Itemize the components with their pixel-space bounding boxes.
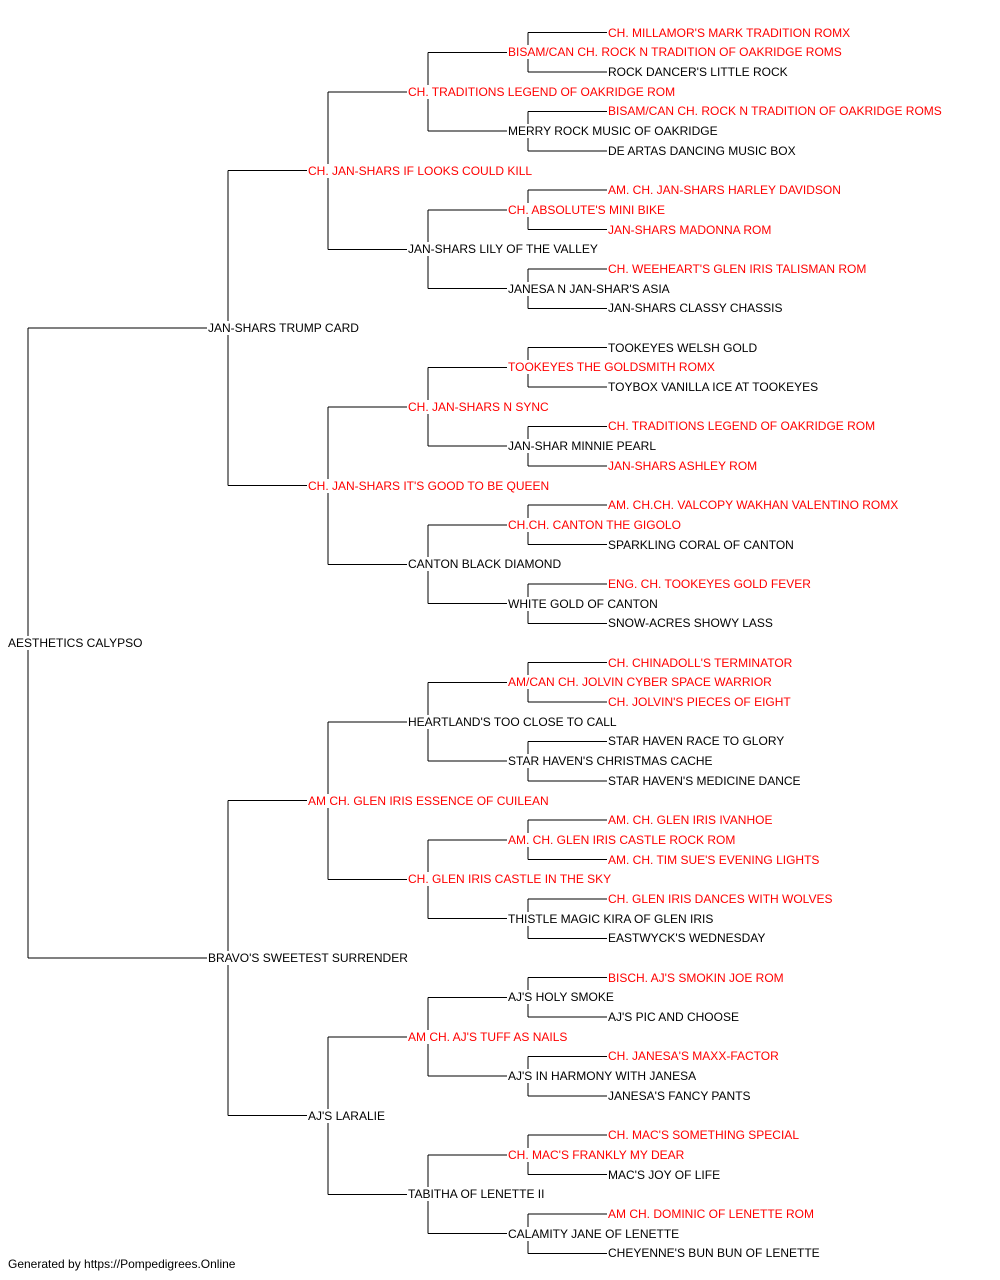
ancestor-name: CH. MILLAMOR'S MARK TRADITION ROMX — [607, 25, 852, 40]
ancestor-name: MAC'S JOY OF LIFE — [607, 1167, 722, 1182]
ancestor-name: AM. CH.CH. VALCOPY WAKHAN VALENTINO ROMX — [607, 498, 900, 513]
ancestor-name: AM. CH. GLEN IRIS CASTLE ROCK ROM — [507, 832, 737, 847]
ancestor-name: CH. MAC'S FRANKLY MY DEAR — [507, 1147, 686, 1162]
ancestor-name: EASTWYCK'S WEDNESDAY — [607, 931, 767, 946]
ancestor-name: CALAMITY JANE OF LENETTE — [507, 1226, 681, 1241]
ancestor-name: SPARKLING CORAL OF CANTON — [607, 537, 795, 552]
ancestor-name: CH. CHINADOLL'S TERMINATOR — [607, 655, 794, 670]
ancestor-name: BISAM/CAN CH. ROCK N TRADITION OF OAKRID… — [607, 104, 943, 119]
ancestor-name: CH. TRADITIONS LEGEND OF OAKRIDGE ROM — [407, 84, 677, 99]
ancestor-name: WHITE GOLD OF CANTON — [507, 596, 659, 611]
ancestor-name: AJ'S PIC AND CHOOSE — [607, 1010, 740, 1025]
ancestor-name: STAR HAVEN RACE TO GLORY — [607, 734, 786, 749]
ancestor-name: CH. JAN-SHARS IF LOOKS COULD KILL — [307, 163, 534, 178]
ancestor-name: AJ'S HOLY SMOKE — [507, 990, 615, 1005]
ancestor-name: SNOW-ACRES SHOWY LASS — [607, 616, 774, 631]
ancestor-name: AM/CAN CH. JOLVIN CYBER SPACE WARRIOR — [507, 675, 773, 690]
ancestor-name: TOOKEYES THE GOLDSMITH ROMX — [507, 360, 716, 375]
ancestor-name: CH. MAC'S SOMETHING SPECIAL — [607, 1128, 800, 1143]
subject-dog-name: AESTHETICS CALYPSO — [7, 636, 144, 650]
ancestor-name: TABITHA OF LENETTE II — [407, 1187, 546, 1202]
ancestor-name: CANTON BLACK DIAMOND — [407, 557, 563, 572]
ancestor-name: CH. JANESA'S MAXX-FACTOR — [607, 1049, 780, 1064]
ancestor-name: JANESA'S FANCY PANTS — [607, 1088, 752, 1103]
ancestor-name: ROCK DANCER'S LITTLE ROCK — [607, 65, 789, 80]
ancestor-name: HEARTLAND'S TOO CLOSE TO CALL — [407, 714, 618, 729]
ancestor-name: MERRY ROCK MUSIC OF OAKRIDGE — [507, 124, 719, 139]
ancestor-name: JAN-SHARS LILY OF THE VALLEY — [407, 242, 599, 257]
ancestor-name: CH. WEEHEART'S GLEN IRIS TALISMAN ROM — [607, 261, 868, 276]
ancestor-name: JAN-SHARS MADONNA ROM — [607, 222, 773, 237]
ancestor-name: TOYBOX VANILLA ICE AT TOOKEYES — [607, 380, 820, 395]
ancestor-name: JANESA N JAN-SHAR'S ASIA — [507, 281, 671, 296]
ancestor-name: THISTLE MAGIC KIRA OF GLEN IRIS — [507, 911, 715, 926]
ancestor-name: AM. CH. TIM SUE'S EVENING LIGHTS — [607, 852, 821, 867]
ancestor-name: CH. JOLVIN'S PIECES OF EIGHT — [607, 695, 792, 710]
footer-credit: Generated by https://Pompedigrees.Online — [8, 1257, 236, 1271]
ancestor-name: CH. GLEN IRIS CASTLE IN THE SKY — [407, 872, 613, 887]
ancestor-name: STAR HAVEN'S CHRISTMAS CACHE — [507, 754, 714, 769]
ancestor-name: CHEYENNE'S BUN BUN OF LENETTE — [607, 1246, 821, 1261]
ancestor-name: BISCH. AJ'S SMOKIN JOE ROM — [607, 970, 785, 985]
ancestor-name: BRAVO'S SWEETEST SURRENDER — [207, 951, 409, 965]
ancestor-name: CH. JAN-SHARS N SYNC — [407, 399, 550, 414]
ancestor-name: CH. ABSOLUTE'S MINI BIKE — [507, 202, 666, 217]
ancestor-name: STAR HAVEN'S MEDICINE DANCE — [607, 773, 802, 788]
ancestor-name: AM. CH. GLEN IRIS IVANHOE — [607, 813, 774, 828]
ancestor-name: CH. GLEN IRIS DANCES WITH WOLVES — [607, 891, 834, 906]
ancestor-name: ENG. CH. TOOKEYES GOLD FEVER — [607, 576, 812, 591]
ancestor-name: CH.CH. CANTON THE GIGOLO — [507, 517, 682, 532]
ancestor-name: JAN-SHARS CLASSY CHASSIS — [607, 301, 784, 316]
ancestor-name: AJ'S IN HARMONY WITH JANESA — [507, 1069, 698, 1084]
ancestor-name: CH. TRADITIONS LEGEND OF OAKRIDGE ROM — [607, 419, 877, 434]
ancestor-name: AM. CH. JAN-SHARS HARLEY DAVIDSON — [607, 183, 842, 198]
ancestor-name: JAN-SHARS ASHLEY ROM — [607, 458, 759, 473]
ancestor-name: DE ARTAS DANCING MUSIC BOX — [607, 143, 797, 158]
ancestor-name: JAN-SHAR MINNIE PEARL — [507, 439, 658, 454]
ancestor-name: AM CH. DOMINIC OF LENETTE ROM — [607, 1206, 816, 1221]
ancestor-name: AJ'S LARALIE — [307, 1108, 386, 1123]
ancestor-name: AM CH. GLEN IRIS ESSENCE OF CUILEAN — [307, 793, 550, 808]
ancestor-name: CH. JAN-SHARS IT'S GOOD TO BE QUEEN — [307, 478, 551, 493]
ancestor-name: BISAM/CAN CH. ROCK N TRADITION OF OAKRID… — [507, 45, 843, 60]
ancestor-name: TOOKEYES WELSH GOLD — [607, 340, 759, 355]
ancestor-name: AM CH. AJ'S TUFF AS NAILS — [407, 1029, 569, 1044]
ancestor-name: JAN-SHARS TRUMP CARD — [207, 321, 360, 335]
